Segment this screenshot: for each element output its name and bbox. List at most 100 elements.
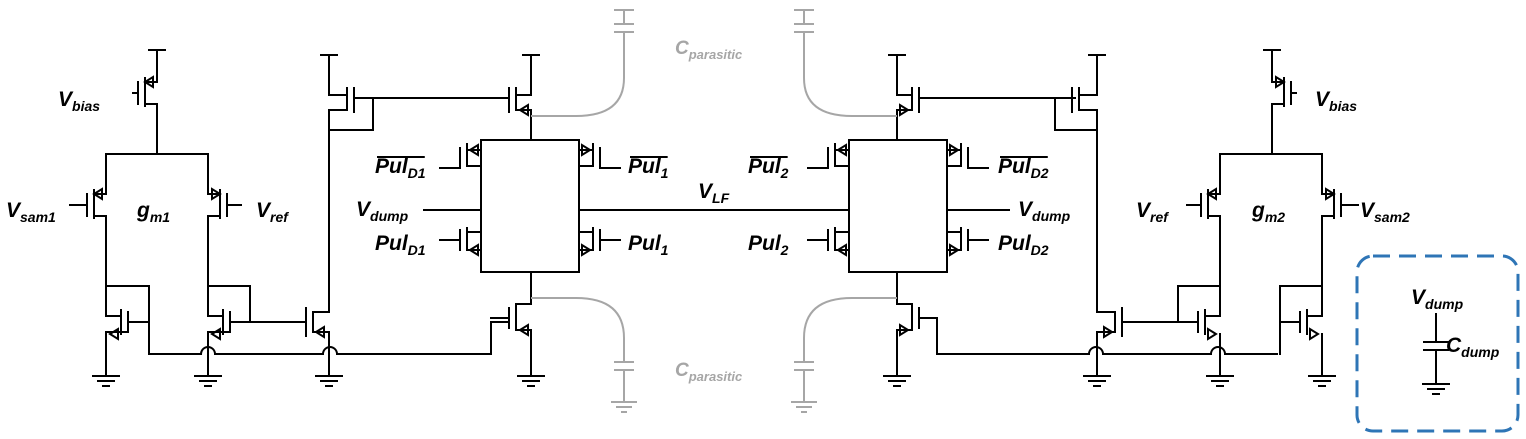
transistor-arrow [581, 243, 592, 257]
wire [459, 143, 482, 169]
ground-symbol [315, 363, 343, 387]
transistor-arrow [211, 187, 222, 201]
label-vsam2: Vsam2 [1360, 199, 1410, 225]
label-pul1: Pul1 [628, 232, 669, 258]
wire [207, 153, 228, 287]
label-cparasitic-bottom: Cparasitic [675, 360, 743, 384]
parasitic-path [531, 297, 634, 390]
transistor-arrow [899, 103, 910, 117]
wire [105, 285, 150, 335]
label-vbias-left: Vbias [58, 88, 100, 114]
wire [480, 139, 580, 273]
wire [1423, 313, 1449, 373]
transistor-arrow [518, 323, 529, 337]
wire [1271, 49, 1292, 155]
wire [1054, 54, 1098, 131]
wire [480, 54, 580, 141]
transistor-arrow [468, 143, 479, 157]
transistor-arrow [314, 325, 325, 339]
label-vdump-left: Vdump [356, 198, 409, 224]
ground-symbol [517, 363, 545, 387]
ground-symbol [92, 363, 120, 387]
label-vref-left: Vref [256, 199, 289, 225]
transistor-arrow [92, 187, 103, 201]
label-pul2-bar: Pul2 [748, 155, 789, 181]
transistor-arrow [581, 143, 592, 157]
parasitic-path [794, 297, 897, 390]
label-vdump-right: Vdump [1018, 198, 1071, 224]
parasitic-capacitor [614, 9, 634, 50]
ground-symbol [791, 390, 817, 413]
transistor-arrow [210, 327, 221, 341]
wire [578, 143, 601, 169]
label-puld2-bar: PulD2 [998, 155, 1049, 181]
ground-symbol [194, 363, 222, 387]
wire [199, 321, 508, 356]
transistor-arrow [1207, 327, 1218, 341]
label-gm2: gm2 [1251, 199, 1285, 225]
label-puld1-bar: PulD1 [375, 155, 426, 181]
parasitic-path [803, 50, 897, 117]
label-vbias-right: Vbias [1315, 88, 1357, 114]
ground-symbol [1206, 363, 1234, 387]
transistor-arrow [836, 143, 847, 157]
wire [305, 109, 330, 363]
wire [105, 331, 129, 365]
ground-symbol [1308, 363, 1336, 387]
label-vdump-legend: Vdump [1411, 286, 1464, 312]
transistor-arrow [836, 243, 847, 257]
wire [827, 143, 850, 169]
legend-box [1355, 254, 1520, 433]
label-vref-right: Vref [1136, 199, 1169, 225]
circuit-wires [69, 49, 1450, 395]
wire [1121, 285, 1221, 335]
parasitic-path [531, 50, 625, 117]
transistor-arrow [468, 243, 479, 257]
label-puld1: PulD1 [375, 232, 426, 258]
wire [459, 227, 482, 251]
wire [848, 139, 948, 273]
wire [328, 54, 510, 131]
transistor-arrow [518, 103, 529, 117]
label-pul1-bar: Pul1 [628, 155, 669, 181]
label-vsam1: Vsam1 [6, 199, 56, 225]
label-vlf: VLF [698, 180, 730, 206]
wire [148, 325, 202, 355]
ground-symbol [883, 363, 911, 387]
wire [1200, 153, 1221, 287]
wire [896, 271, 938, 365]
wire [1279, 285, 1323, 335]
transistor-arrow [1103, 325, 1114, 339]
label-cdump-legend: Cdump [1446, 334, 1500, 360]
parasitic-capacitor-paths [531, 9, 897, 413]
transistor-arrow [899, 323, 910, 337]
ground-symbol [611, 390, 637, 413]
wire [1321, 153, 1342, 287]
label-cparasitic-top: Cparasitic [675, 38, 743, 62]
transistor-arrow [143, 75, 154, 89]
wire [86, 153, 107, 287]
wire [490, 271, 532, 365]
wire [1096, 307, 1123, 365]
wire [578, 227, 601, 251]
transistor-arrow [949, 243, 960, 257]
ground-symbol [1083, 363, 1111, 387]
wire [946, 227, 969, 251]
wire [827, 227, 850, 251]
transistor-arrow [108, 327, 119, 341]
wire [896, 54, 1076, 141]
parasitic-capacitor [794, 9, 814, 50]
ground-symbol [1422, 371, 1450, 395]
wire [207, 285, 307, 335]
transistor-arrow [1309, 327, 1320, 341]
label-puld2: PulD2 [998, 232, 1049, 258]
transistor-arrow [1206, 187, 1217, 201]
label-gm1: gm1 [136, 199, 170, 225]
transistor-arrow [1275, 75, 1286, 89]
transistor-arrow [1325, 187, 1336, 201]
wire [946, 143, 969, 169]
transistor-arrow [949, 143, 960, 157]
wire [137, 49, 158, 155]
wire [936, 317, 1278, 355]
